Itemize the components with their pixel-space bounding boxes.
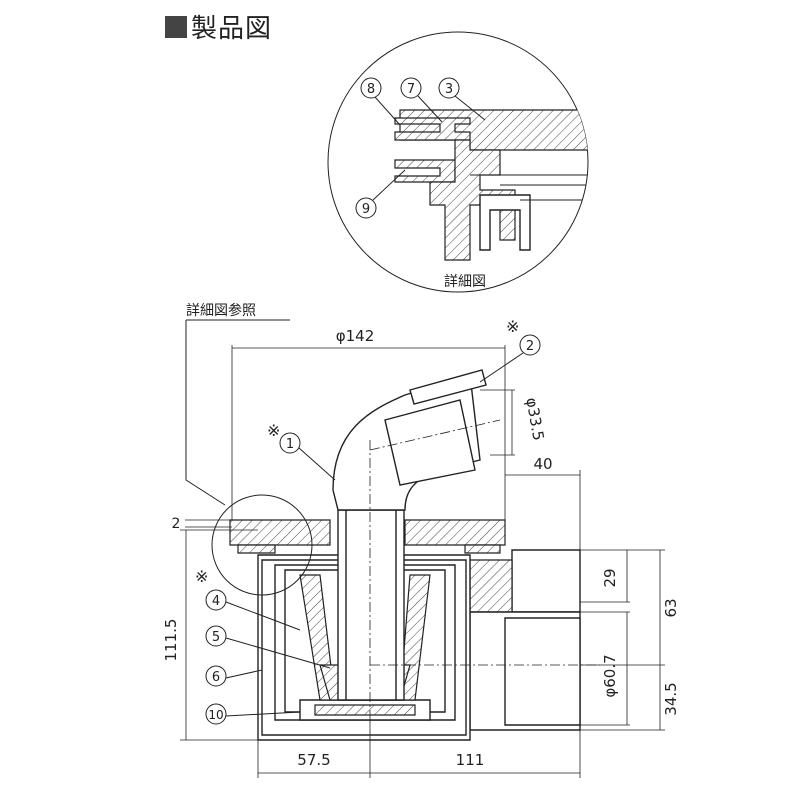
- detail-label: 詳細図: [444, 274, 486, 290]
- balloon-6-label: 6: [212, 670, 220, 685]
- balloon-9: 9: [355, 169, 406, 219]
- note-mark-4: ※: [195, 567, 208, 586]
- riser-inner: [345, 509, 397, 701]
- detail-parts: [394, 109, 588, 261]
- dim-inlet-diameter: φ33.5: [522, 396, 547, 442]
- balloon-3-label: 3: [445, 82, 453, 97]
- dimensions: φ142 φ33.5 40 2 111.5 29 63 φ60.7: [162, 327, 680, 778]
- dim-top-diameter: φ142: [336, 327, 375, 345]
- main-view: [211, 369, 600, 741]
- dim-40: 40: [533, 455, 552, 473]
- balloon-7: 7: [400, 77, 443, 123]
- balloon-10-label: 10: [208, 708, 223, 722]
- balloon-9-label: 9: [362, 202, 370, 217]
- dim-57-5: 57.5: [297, 751, 330, 769]
- balloon-2-label: 2: [526, 339, 534, 354]
- note-mark-2: ※: [506, 317, 519, 336]
- detail-cup: [479, 194, 531, 251]
- dim-63: 63: [662, 598, 680, 617]
- centerline-inlet: [369, 419, 501, 451]
- inlet-cap: [409, 369, 487, 405]
- note-mark-1: ※: [267, 421, 280, 440]
- outlet-wall: [469, 559, 513, 613]
- flange-right: [404, 519, 506, 546]
- dim-111: 111: [456, 751, 485, 769]
- flange-left: [229, 519, 331, 546]
- balloon-3: 3: [438, 77, 486, 121]
- balloon-8: 8: [360, 77, 401, 126]
- dim-34-5: 34.5: [662, 682, 680, 715]
- balloon-5-label: 5: [212, 630, 220, 645]
- detail-body: [429, 139, 516, 261]
- drawing-title: 製品図: [165, 8, 272, 45]
- title-square-icon: [165, 15, 187, 38]
- dim-2: 2: [172, 516, 181, 532]
- balloon-4-label: 4: [212, 594, 220, 609]
- dim-29: 29: [601, 568, 619, 587]
- balloon-7-label: 7: [407, 82, 415, 97]
- detail-reference-label: 詳細図参照: [186, 302, 256, 319]
- dim-height: 111.5: [162, 619, 180, 662]
- inlet-pipe: [384, 399, 476, 486]
- gasket-left: [237, 544, 276, 554]
- gasket-right: [464, 544, 501, 554]
- balloon-8-label: 8: [367, 82, 375, 97]
- detail-circle: [327, 31, 589, 293]
- detail-plate: [399, 109, 588, 151]
- balloon-1-label: 1: [286, 437, 294, 452]
- detail-reference-circle: [211, 494, 313, 596]
- dim-outlet-diameter: φ60.7: [601, 654, 619, 697]
- outlet-upper-body: [511, 549, 581, 613]
- title-text: 製品図: [191, 14, 273, 44]
- outlet-pipe: [504, 617, 581, 726]
- annotations: 詳細図参照 ※ 1 ※ 2 ※ 4 5 6 10: [185, 302, 541, 725]
- bottom-cup-hatch: [314, 704, 416, 716]
- detail-view: 8 7 3 9 詳細図: [327, 31, 589, 293]
